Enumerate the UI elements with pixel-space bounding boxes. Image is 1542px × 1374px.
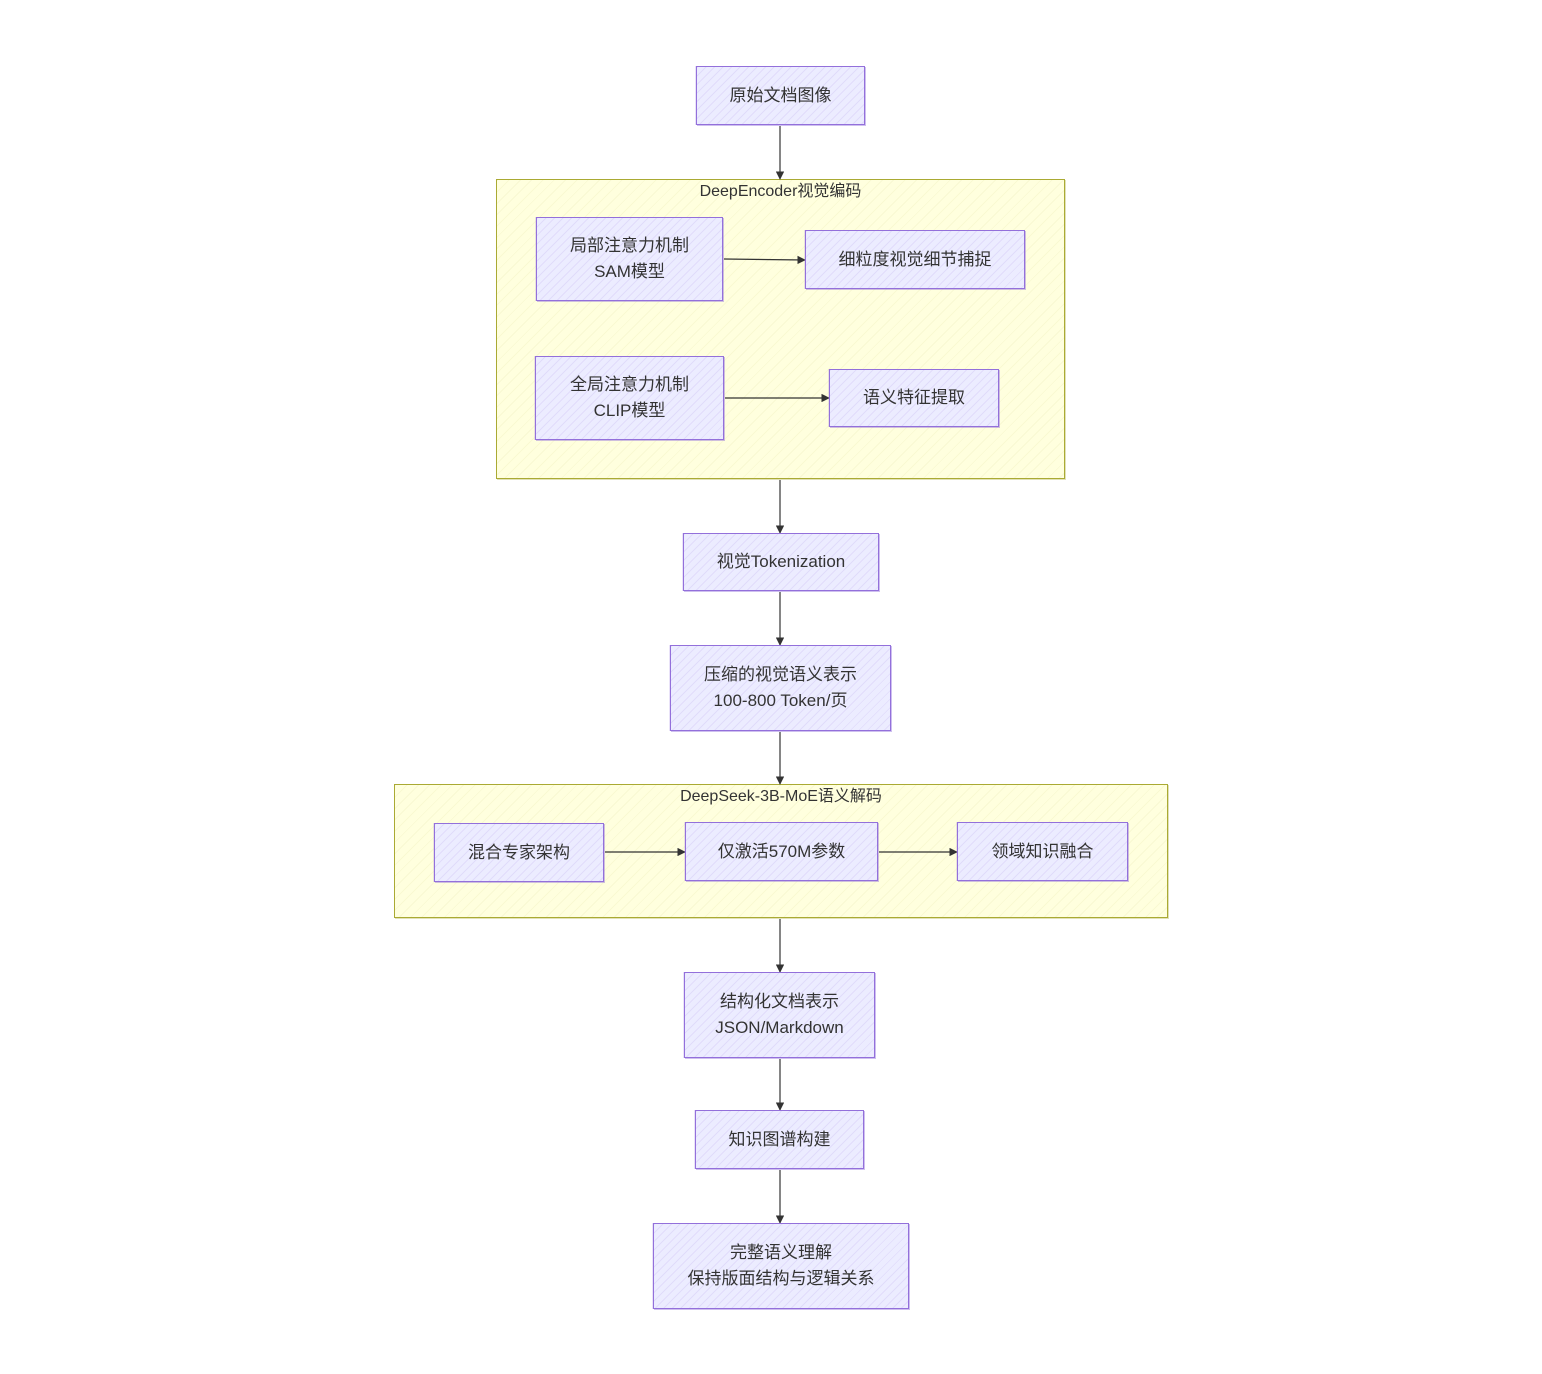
node-label: 混合专家架构: [468, 842, 570, 862]
node-full-semantic-understanding: 完整语义理解 保持版面结构与逻辑关系: [653, 1223, 909, 1309]
node-sublabel: 保持版面结构与逻辑关系: [687, 1269, 875, 1288]
node-sublabel: CLIP模型: [593, 401, 666, 420]
node-label: 局部注意力机制: [570, 236, 689, 255]
node-label: 知识图谱构建: [728, 1129, 831, 1149]
node-label: 视觉Tokenization: [716, 552, 846, 571]
node-semantic-feature-extraction: 语义特征提取: [829, 369, 999, 427]
node-label: 语义特征提取: [863, 388, 965, 407]
node-label: 压缩的视觉语义表示: [704, 665, 857, 684]
node-sublabel: SAM模型: [594, 262, 665, 281]
node-label: 完整语义理解: [730, 1243, 832, 1262]
node-sublabel: JSON/Markdown: [715, 1018, 844, 1037]
node-sublabel: 100-800 Token/页: [713, 691, 848, 710]
node-domain-knowledge-fusion: 领域知识融合: [957, 822, 1128, 881]
node-knowledge-graph: 知识图谱构建: [695, 1110, 864, 1169]
node-fine-detail-capture: 细粒度视觉细节捕捉: [805, 230, 1025, 289]
node-local-attention-sam: 局部注意力机制 SAM模型: [536, 217, 723, 301]
node-structured-document: 结构化文档表示 JSON/Markdown: [684, 972, 875, 1058]
node-label: 领域知识融合: [991, 841, 1094, 861]
cluster-title: DeepEncoder视觉编码: [699, 183, 862, 200]
node-label: 结构化文档表示: [720, 992, 839, 1011]
node-compressed-representation: 压缩的视觉语义表示 100-800 Token/页: [670, 645, 891, 731]
node-label: 仅激活570M参数: [717, 841, 846, 861]
node-global-attention-clip: 全局注意力机制 CLIP模型: [535, 356, 724, 440]
node-label: 全局注意力机制: [570, 375, 689, 394]
node-mixture-of-experts: 混合专家架构: [434, 823, 604, 882]
node-label: 原始文档图像: [729, 85, 832, 105]
cluster-title: DeepSeek-3B-MoE语义解码: [680, 788, 882, 805]
node-raw-document-image: 原始文档图像: [696, 66, 865, 125]
node-visual-tokenization: 视觉Tokenization: [683, 533, 879, 591]
node-label: 细粒度视觉细节捕捉: [838, 249, 992, 269]
node-activate-570m-params: 仅激活570M参数: [685, 822, 878, 881]
